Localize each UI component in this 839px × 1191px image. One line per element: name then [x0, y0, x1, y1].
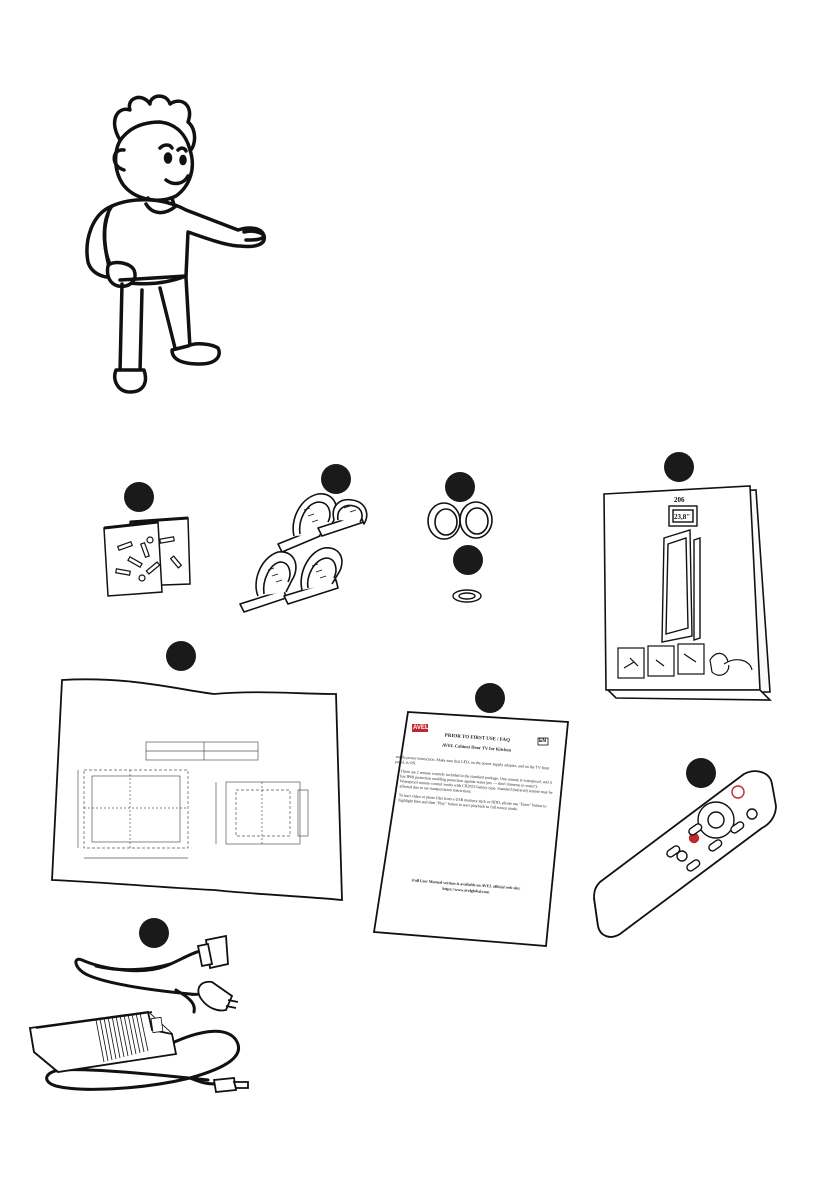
item-marker: [475, 683, 505, 713]
manual-size-label: 23,8": [674, 513, 690, 521]
item-marker: [124, 482, 154, 512]
item-marker: [453, 545, 483, 575]
item-marker: [686, 758, 716, 788]
faq-page-code: EN: [539, 738, 546, 744]
item-marker: [321, 464, 351, 494]
manual-size-value: 206: [674, 496, 685, 504]
item-marker: [664, 452, 694, 482]
faq-brand-logo: AVEL: [413, 725, 429, 731]
item-marker: [166, 641, 196, 671]
item-marker: [139, 918, 169, 948]
item-marker: [445, 472, 475, 502]
